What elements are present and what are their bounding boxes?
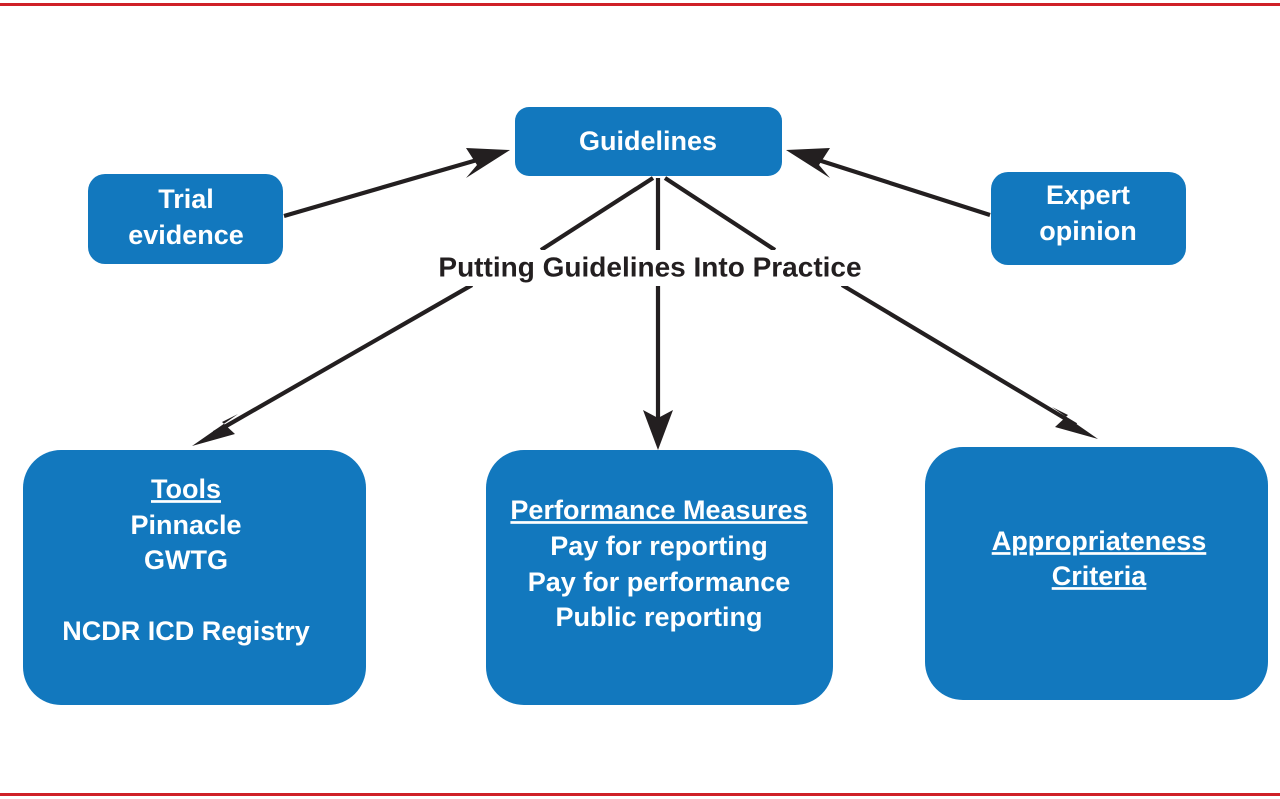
top-rule-line bbox=[0, 3, 1280, 6]
node-performance-measures[interactable]: Performance Measures Pay for reporting P… bbox=[486, 450, 833, 705]
node-performance-measures-heading: Performance Measures bbox=[510, 495, 807, 525]
edge-guidelines-to-tools bbox=[192, 176, 655, 446]
node-tools[interactable]: Tools Pinnacle GWTG NCDR ICD Registry bbox=[23, 450, 366, 705]
node-trial-evidence-shape bbox=[88, 174, 283, 264]
node-tools-line3: NCDR ICD Registry bbox=[62, 616, 310, 646]
edge-guidelines-to-appropriateness-criteria bbox=[663, 176, 1098, 439]
node-guidelines-shape bbox=[515, 107, 782, 176]
bottom-rule-line bbox=[0, 793, 1280, 796]
node-expert-opinion-line1: Expert bbox=[1046, 180, 1130, 210]
node-appropriateness-criteria-heading-line2: Criteria bbox=[1052, 561, 1148, 591]
node-expert-opinion[interactable]: Expert opinion bbox=[991, 172, 1186, 265]
node-tools-line2: GWTG bbox=[144, 545, 228, 575]
node-appropriateness-criteria-shape bbox=[925, 447, 1268, 700]
edge-trial-evidence-to-guidelines bbox=[283, 148, 510, 219]
node-appropriateness-criteria-heading-line1: Appropriateness bbox=[992, 526, 1207, 556]
node-tools-heading: Tools bbox=[151, 474, 221, 504]
node-trial-evidence-line1: Trial bbox=[158, 184, 214, 214]
edge-expert-opinion-to-guidelines bbox=[786, 148, 991, 217]
center-label: Putting Guidelines Into Practice bbox=[438, 251, 861, 282]
node-guidelines[interactable]: Guidelines bbox=[515, 107, 782, 176]
node-performance-measures-line1: Pay for reporting bbox=[550, 531, 768, 561]
node-trial-evidence-line2: evidence bbox=[128, 220, 244, 250]
node-performance-measures-line2: Pay for performance bbox=[528, 567, 791, 597]
edge-guidelines-to-performance-measures bbox=[643, 178, 673, 450]
node-trial-evidence[interactable]: Trial evidence bbox=[88, 174, 283, 264]
node-performance-measures-line3: Public reporting bbox=[555, 602, 762, 632]
node-tools-line1: Pinnacle bbox=[130, 510, 241, 540]
node-tools-shape bbox=[23, 450, 366, 705]
node-appropriateness-criteria[interactable]: Appropriateness Criteria bbox=[925, 447, 1268, 700]
center-label-backdrop bbox=[422, 250, 878, 286]
node-expert-opinion-line2: opinion bbox=[1039, 216, 1136, 246]
node-expert-opinion-shape bbox=[991, 172, 1186, 265]
node-guidelines-label: Guidelines bbox=[579, 126, 717, 156]
node-performance-measures-shape bbox=[486, 450, 833, 705]
